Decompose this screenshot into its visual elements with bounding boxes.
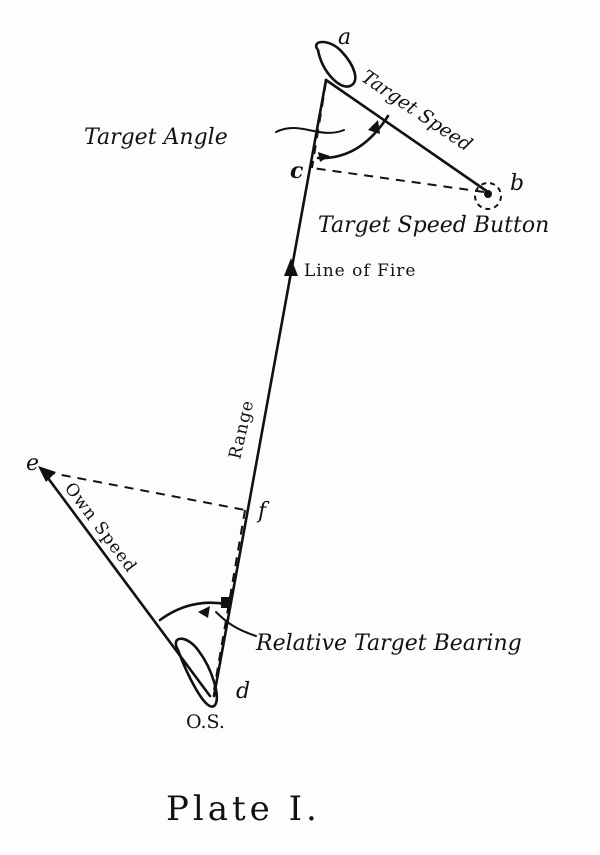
point-label-a: a (338, 25, 351, 50)
target-angle-arrow-2 (368, 120, 380, 134)
point-label-e: e (26, 451, 39, 476)
relative-bearing-arc (158, 601, 228, 622)
point-label-c: c (290, 158, 304, 184)
relative-bearing-marker (221, 597, 231, 608)
dashed-f-to-d (213, 509, 246, 691)
target-speed-button-circle (474, 182, 502, 210)
label-range: Range (225, 398, 258, 461)
target-angle-arrow-1 (318, 152, 330, 162)
point-label-d: d (236, 679, 250, 704)
relative-bearing-arrow (198, 606, 210, 618)
plate-caption: Plate I. (166, 789, 321, 829)
label-line-of-fire: Line of Fire (304, 261, 417, 281)
label-own-ship: O.S. (186, 711, 225, 733)
relative-bearing-leader (215, 611, 257, 637)
label-own-speed: Own Speed (60, 479, 141, 577)
label-relative-target-bearing: Relative Target Bearing (255, 631, 522, 656)
dashed-b-to-c (311, 167, 485, 193)
dashed-e-to-f (45, 471, 246, 511)
own-speed-line (40, 468, 212, 698)
target-angle-leader (275, 127, 345, 134)
dashed-a-to-c (311, 81, 327, 169)
line-of-fire-arrowhead (284, 258, 298, 276)
label-target-angle: Target Angle (84, 125, 228, 150)
point-b-dot (484, 190, 492, 198)
target-ship-hull (314, 40, 357, 88)
point-label-b: b (510, 171, 524, 196)
own-speed-arrowhead (38, 466, 56, 482)
point-label-f: f (256, 499, 270, 524)
range-line (212, 78, 328, 698)
target-speed-line (324, 78, 490, 194)
label-target-speed-button: Target Speed Button (318, 213, 549, 238)
